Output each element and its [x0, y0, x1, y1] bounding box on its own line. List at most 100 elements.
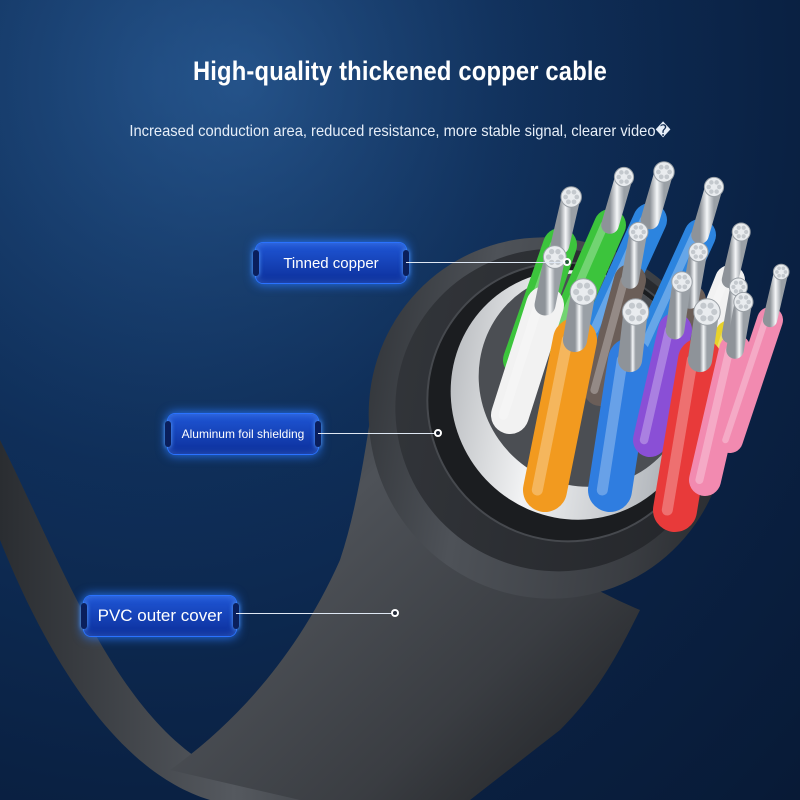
wire-highlight [640, 231, 699, 349]
wire-highlight [590, 276, 629, 394]
strand-filament [706, 184, 711, 190]
wire-highlight [695, 346, 734, 484]
strand-filament [734, 229, 739, 235]
strand-filament [781, 273, 786, 278]
strand-filament [664, 164, 670, 170]
leader-line-pvc-cover [236, 613, 392, 614]
strand-filament [558, 254, 564, 260]
strand-filament [735, 299, 741, 305]
strand-filament [658, 174, 664, 180]
strand-filament [707, 302, 714, 309]
callout-label: Tinned copper [283, 254, 379, 272]
strand-filament [576, 282, 583, 289]
strand-filament [700, 315, 707, 322]
strand-filament [616, 174, 621, 180]
strand-filament [731, 284, 736, 290]
strand-filament [674, 279, 679, 285]
strand-filament [746, 299, 751, 305]
insulated-wire [717, 307, 783, 453]
wire-highlight [661, 354, 698, 516]
pointer-dot-aluminum-foil [434, 429, 442, 437]
insulated-wire [633, 313, 692, 457]
strand-filament [638, 225, 644, 230]
strand-filament [630, 229, 636, 235]
strand-filament [700, 302, 707, 309]
strand-filament [690, 249, 696, 255]
strand-filament [693, 254, 698, 259]
strand-filament [573, 288, 580, 296]
callout-tinned-copper: Tinned copper [253, 243, 409, 283]
strand-filament [696, 308, 703, 316]
strand-filament [641, 229, 646, 235]
insulated-wire [689, 334, 751, 496]
wire-highlight [722, 316, 769, 444]
strand-filament [741, 225, 746, 230]
strand-filament [667, 169, 672, 175]
cable-loop-back [0, 440, 520, 800]
strand-filament [571, 189, 577, 195]
strand-filament [709, 180, 714, 185]
strand-filament [714, 189, 719, 194]
strand-filament [636, 302, 643, 309]
strand-filament [743, 304, 749, 309]
strand-filament [775, 270, 779, 274]
strand-filament [628, 302, 636, 309]
insulated-wire [653, 338, 722, 532]
strand-filament [733, 289, 739, 294]
strand-filament [738, 280, 743, 285]
wire-highlight [498, 300, 544, 420]
wire-highlight [639, 325, 674, 445]
strand-filament [698, 245, 704, 250]
strand-filament [583, 282, 591, 289]
insulated-wire [588, 338, 652, 512]
strand-filament [627, 174, 632, 180]
wire-highlight [596, 354, 628, 496]
strand-filament [549, 248, 555, 255]
strand-filament [682, 274, 688, 280]
strand-filament [777, 266, 781, 271]
strand-filament [682, 284, 688, 290]
strand-filament [707, 315, 714, 322]
leader-line-aluminum-foil [318, 433, 436, 434]
strand-filament [628, 315, 636, 322]
strand-filament [736, 225, 741, 230]
strand-filament [563, 194, 568, 200]
strand-filament [566, 199, 571, 205]
page-title: High-quality thickened copper cable [192, 56, 608, 86]
strand-filament [574, 194, 580, 200]
strand-filament [783, 270, 788, 274]
strand-filament [736, 234, 741, 239]
strand-filament [625, 308, 632, 316]
strand-filament [619, 170, 624, 175]
strand-filament [685, 279, 690, 285]
strand-filament [664, 174, 670, 180]
pointer-dot-pvc-cover [391, 609, 399, 617]
callout-label: Aluminum foil shielding [181, 427, 305, 441]
strand-filament [587, 288, 594, 296]
strand-filament [638, 234, 644, 239]
strand-filament [566, 189, 571, 195]
strand-filament [624, 179, 629, 184]
strand-filament [714, 180, 719, 185]
insulated-wire [491, 286, 564, 434]
strand-filament [709, 189, 714, 194]
strand-filament [741, 234, 746, 239]
insulated-wire [523, 318, 597, 512]
callout-aluminum-foil-shielding: Aluminum foil shielding [165, 414, 321, 454]
strand-filament [701, 249, 706, 255]
strand-filament [656, 169, 661, 175]
strand-filament [639, 308, 646, 316]
strand-filament [555, 248, 561, 255]
strand-filament [717, 184, 722, 190]
strand-filament [733, 280, 739, 285]
callout-label: PVC outer cover [97, 606, 223, 625]
strand-filament [633, 234, 638, 239]
strand-filament [738, 304, 743, 309]
strand-filament [633, 225, 638, 230]
strand-filament [744, 229, 749, 235]
callout-pvc-outer-cover: PVC outer cover [81, 596, 239, 636]
strand-filament [738, 295, 743, 300]
strand-filament [711, 308, 718, 316]
strand-filament [583, 295, 591, 302]
